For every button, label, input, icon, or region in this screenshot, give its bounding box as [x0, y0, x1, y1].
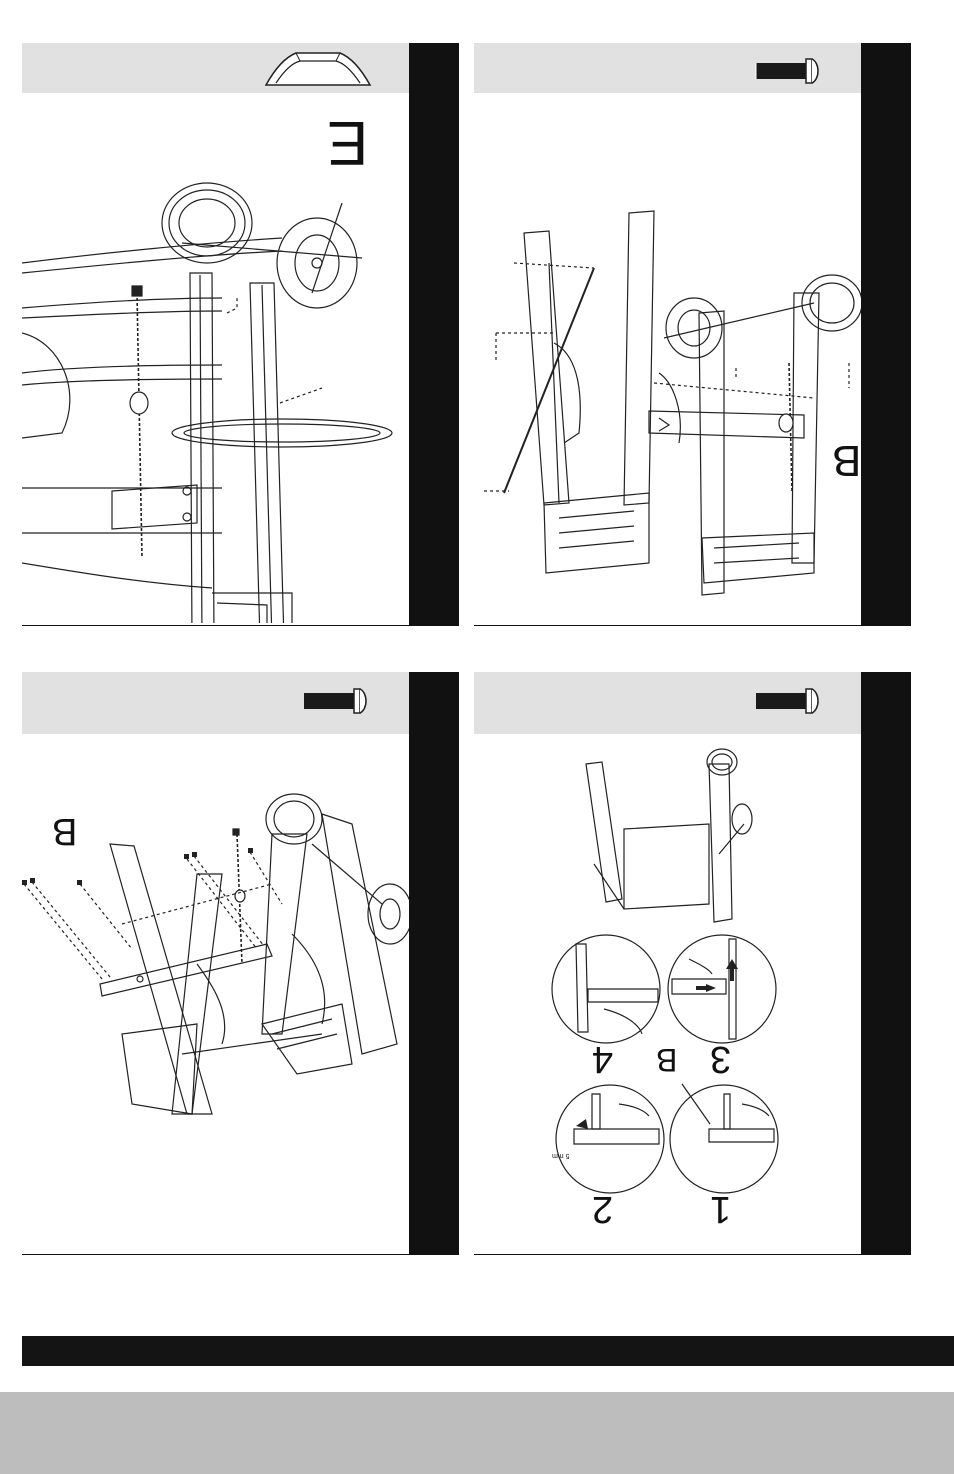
step-label-3: 3	[710, 1040, 731, 1078]
bolt-icon	[754, 685, 824, 723]
panel-top-left: E	[22, 43, 459, 626]
panel-header	[22, 43, 409, 93]
footer-band	[0, 1392, 954, 1474]
assembly-illustration	[474, 734, 861, 1264]
panel-sidebar	[409, 672, 459, 1255]
panel-header	[474, 43, 861, 93]
handle-icon	[262, 49, 374, 89]
panel-bottom-right: B 1 2 3 4 5 mm	[474, 672, 911, 1255]
bottom-band	[22, 1336, 954, 1366]
panel-sidebar	[409, 43, 459, 626]
step-label-2: 2	[592, 1190, 613, 1228]
part-letter-label: B	[52, 812, 77, 850]
bolt-icon	[754, 55, 824, 93]
panel-divider	[474, 625, 861, 626]
panel-divider	[22, 625, 409, 626]
part-letter-label: E	[327, 111, 368, 173]
part-letter-label: B	[656, 1044, 677, 1076]
assembly-illustration	[474, 93, 861, 623]
panel-top-right: B	[474, 43, 911, 626]
panel-bottom-left: B	[22, 672, 459, 1255]
assembly-illustration	[22, 734, 409, 1264]
bolt-icon	[302, 685, 372, 723]
part-letter-label: B	[832, 438, 861, 482]
panel-sidebar	[861, 43, 911, 626]
step-label-1: 1	[710, 1190, 731, 1228]
dimension-label: 5 mm	[552, 1152, 570, 1159]
step-label-4: 4	[592, 1040, 613, 1078]
panel-sidebar	[861, 672, 911, 1255]
panel-header	[22, 672, 409, 734]
panel-header	[474, 672, 861, 734]
